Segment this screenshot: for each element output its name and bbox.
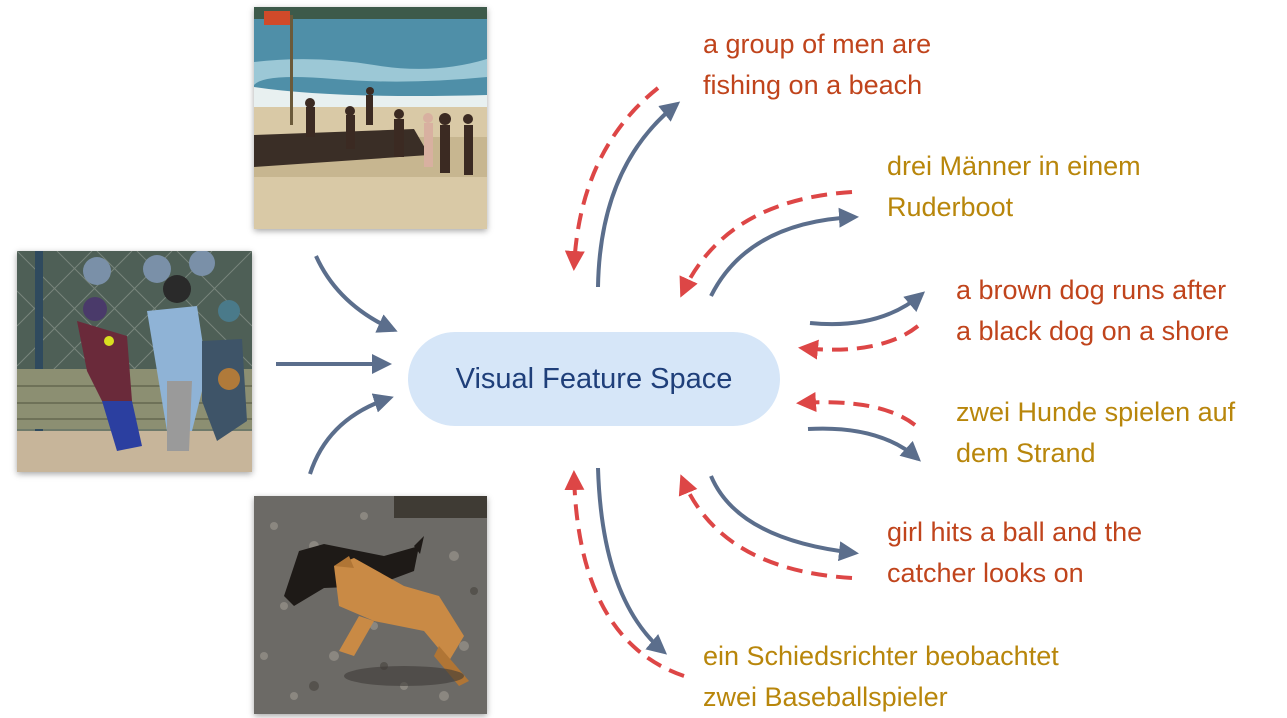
arrow-center-to-caption-6 bbox=[596, 467, 668, 655]
baseball-photo bbox=[17, 251, 252, 472]
visual-feature-space-node: Visual Feature Space bbox=[408, 332, 780, 426]
center-label: Visual Feature Space bbox=[455, 362, 733, 395]
caption-english-baseball: girl hits a ball and the catcher looks o… bbox=[887, 517, 1143, 588]
arrow-dogs-to-center bbox=[308, 393, 394, 475]
arrow-caption-1-to-center bbox=[564, 86, 660, 271]
caption-german-baseball: ein Schiedsrichter beobachtet zwei Baseb… bbox=[703, 641, 1059, 712]
caption-english-beach: a group of men are fishing on a beach bbox=[703, 29, 932, 100]
arrow-caption-4-to-center bbox=[796, 392, 917, 427]
arrow-caption-6-to-center bbox=[564, 470, 685, 678]
arrow-center-to-caption-3 bbox=[809, 291, 926, 327]
arrow-beach-to-center bbox=[314, 255, 398, 333]
dogs-photo bbox=[254, 496, 487, 714]
caption-english-dogs: a brown dog runs after a black dog on a … bbox=[956, 275, 1230, 346]
arrow-caption-5-to-center bbox=[678, 474, 853, 580]
arrow-center-to-caption-2 bbox=[709, 207, 859, 297]
arrow-center-to-caption-5 bbox=[709, 475, 859, 562]
arrow-center-to-caption-4 bbox=[807, 426, 921, 462]
arrow-caption-2-to-center bbox=[679, 190, 853, 298]
caption-german-boat: drei Männer in einem Ruderboot bbox=[887, 151, 1141, 222]
arrow-center-to-caption-1 bbox=[596, 101, 681, 288]
caption-german-dogs: zwei Hunde spielen auf dem Strand bbox=[956, 397, 1236, 468]
beach-photo bbox=[254, 7, 487, 229]
arrow-caption-3-to-center bbox=[798, 324, 920, 360]
